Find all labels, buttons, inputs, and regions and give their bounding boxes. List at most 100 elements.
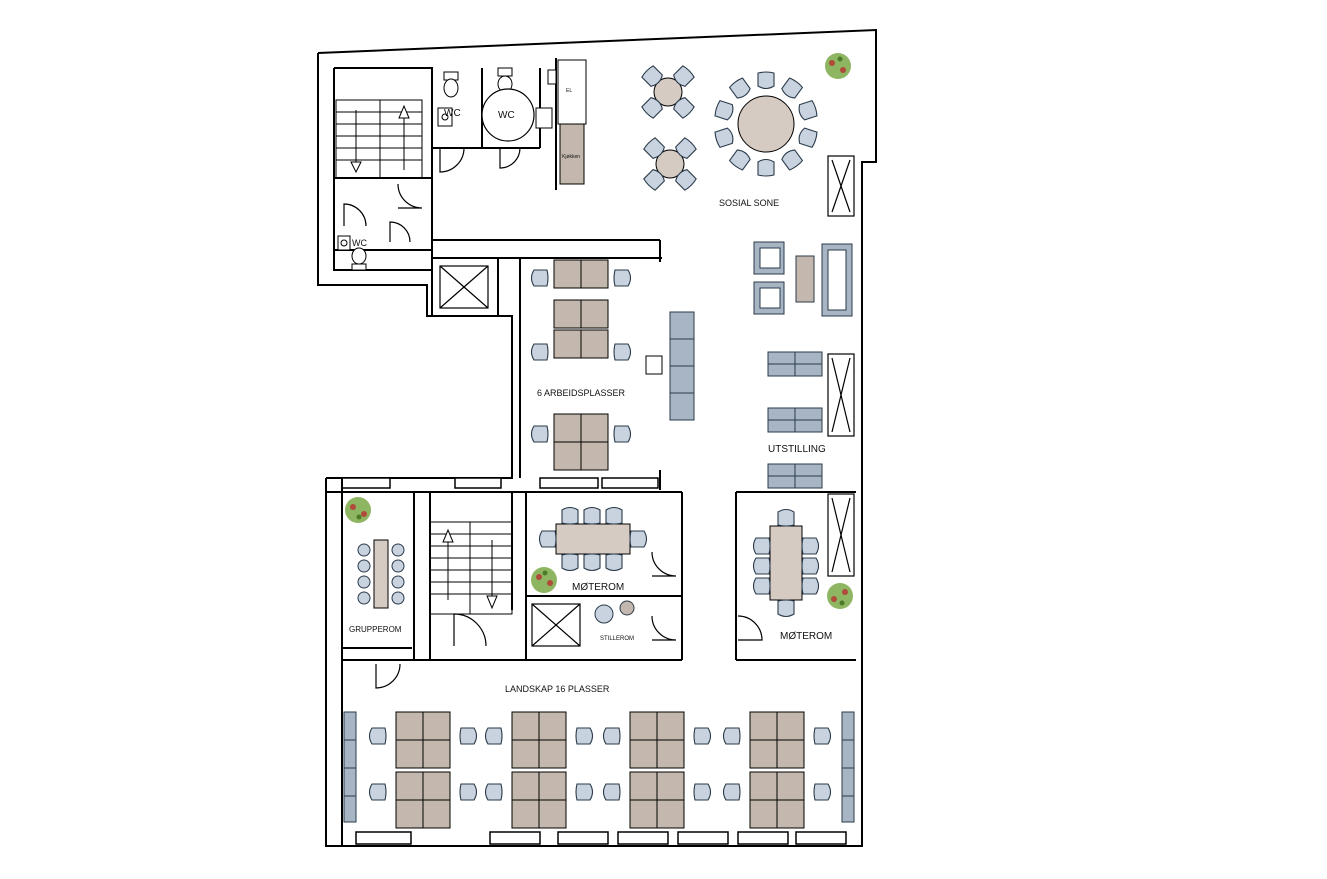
exhibition-blocks — [669, 311, 823, 489]
chair-icon — [391, 591, 405, 605]
desk-icon — [511, 799, 540, 829]
desk-icon — [580, 329, 609, 359]
moterom-label-1: MØTEROM — [572, 582, 624, 593]
chair-icon — [643, 169, 665, 191]
chair-icon — [641, 97, 663, 119]
plant-icon — [345, 53, 853, 609]
desk-icon — [749, 711, 778, 741]
chair-icon — [673, 65, 695, 87]
desk-icon — [776, 799, 805, 829]
chair-icon — [798, 99, 818, 121]
chair-icon — [602, 727, 621, 745]
stillerom-furniture — [594, 600, 635, 624]
desk-icon — [553, 329, 582, 359]
desk-icon — [511, 711, 540, 741]
chair-icon — [561, 506, 579, 525]
chair-icon — [752, 577, 771, 595]
chair-icon — [368, 727, 387, 745]
wc-label-3: WC — [352, 238, 367, 248]
desk-icon — [656, 771, 685, 801]
desk-icon — [580, 299, 609, 329]
chair-icon — [643, 137, 665, 159]
chair-icon — [641, 65, 663, 87]
chair-icon — [813, 727, 832, 745]
grupperom-label: GRUPPEROM — [349, 625, 402, 634]
chair-icon — [629, 530, 648, 548]
chair-icon — [561, 553, 579, 572]
shafts — [827, 155, 855, 577]
chair-icon — [801, 537, 820, 555]
chair-icon — [722, 783, 741, 801]
sink-icon — [337, 69, 557, 251]
desk-icon — [553, 441, 582, 471]
elevator-icon — [439, 265, 581, 647]
desk-icon — [422, 711, 451, 741]
landskap-label: LANDSKAP 16 PLASSER — [505, 684, 610, 694]
chair-icon — [368, 783, 387, 801]
chair-icon — [583, 506, 601, 525]
round-tables — [653, 77, 795, 179]
chair-icon — [813, 783, 832, 801]
desk-icon — [656, 739, 685, 769]
lounge — [753, 241, 853, 317]
stillerom-label: STILLEROM — [600, 636, 634, 642]
chair-icon — [391, 559, 405, 573]
desk-chairs — [368, 269, 832, 801]
sosial-sone-label: SOSIAL SONE — [719, 198, 779, 208]
chair-icon — [613, 425, 632, 443]
chair-icon — [693, 783, 712, 801]
chair-icon — [752, 557, 771, 575]
windows-bottom — [355, 831, 847, 845]
chair-icon — [459, 783, 478, 801]
desk-icon — [538, 739, 567, 769]
chair-icon — [798, 127, 818, 149]
meeting-tables — [373, 523, 803, 609]
chair-icon — [675, 169, 697, 191]
chair-icon — [583, 553, 601, 572]
stairs-icon — [429, 521, 513, 615]
chair-icon — [728, 77, 751, 99]
chair-icon — [781, 149, 804, 171]
chair-icon — [777, 508, 795, 527]
chair-icon — [484, 727, 503, 745]
desk-icon — [538, 711, 567, 741]
desk-icon — [395, 739, 424, 769]
desk-icon — [580, 441, 609, 471]
chair-icon — [714, 99, 734, 121]
desk-icon — [629, 711, 658, 741]
desk-icon — [629, 799, 658, 829]
stairs-icon — [335, 99, 423, 179]
chair-icon — [391, 543, 405, 557]
chair-icon — [357, 591, 371, 605]
meeting-chairs — [357, 506, 820, 618]
desk-icon — [538, 771, 567, 801]
desk-icon — [776, 739, 805, 769]
chair-icon — [777, 599, 795, 618]
chair-icon — [602, 783, 621, 801]
desk-icon — [580, 413, 609, 443]
chair-icon — [613, 269, 632, 287]
desk-icon — [422, 739, 451, 769]
chair-icon — [538, 530, 557, 548]
el-label: EL — [566, 88, 572, 94]
chair-icon — [530, 343, 549, 361]
desk-icon — [656, 711, 685, 741]
wc-label-2: WC — [498, 110, 515, 121]
chair-icon — [530, 425, 549, 443]
chair-icon — [757, 158, 775, 177]
chair-icon — [575, 783, 594, 801]
social-chairs — [641, 65, 818, 191]
chair-icon — [693, 727, 712, 745]
kitchen-counter — [557, 59, 587, 185]
chair-icon — [722, 727, 741, 745]
door-icon — [343, 147, 763, 689]
round-wc — [481, 88, 535, 142]
desk-icon — [629, 771, 658, 801]
wc-label-1: WC — [444, 108, 461, 119]
moterom-label-2: MØTEROM — [780, 631, 832, 642]
desk-icon — [749, 771, 778, 801]
chair-icon — [357, 559, 371, 573]
desk-icon — [422, 771, 451, 801]
desk-icon — [538, 799, 567, 829]
